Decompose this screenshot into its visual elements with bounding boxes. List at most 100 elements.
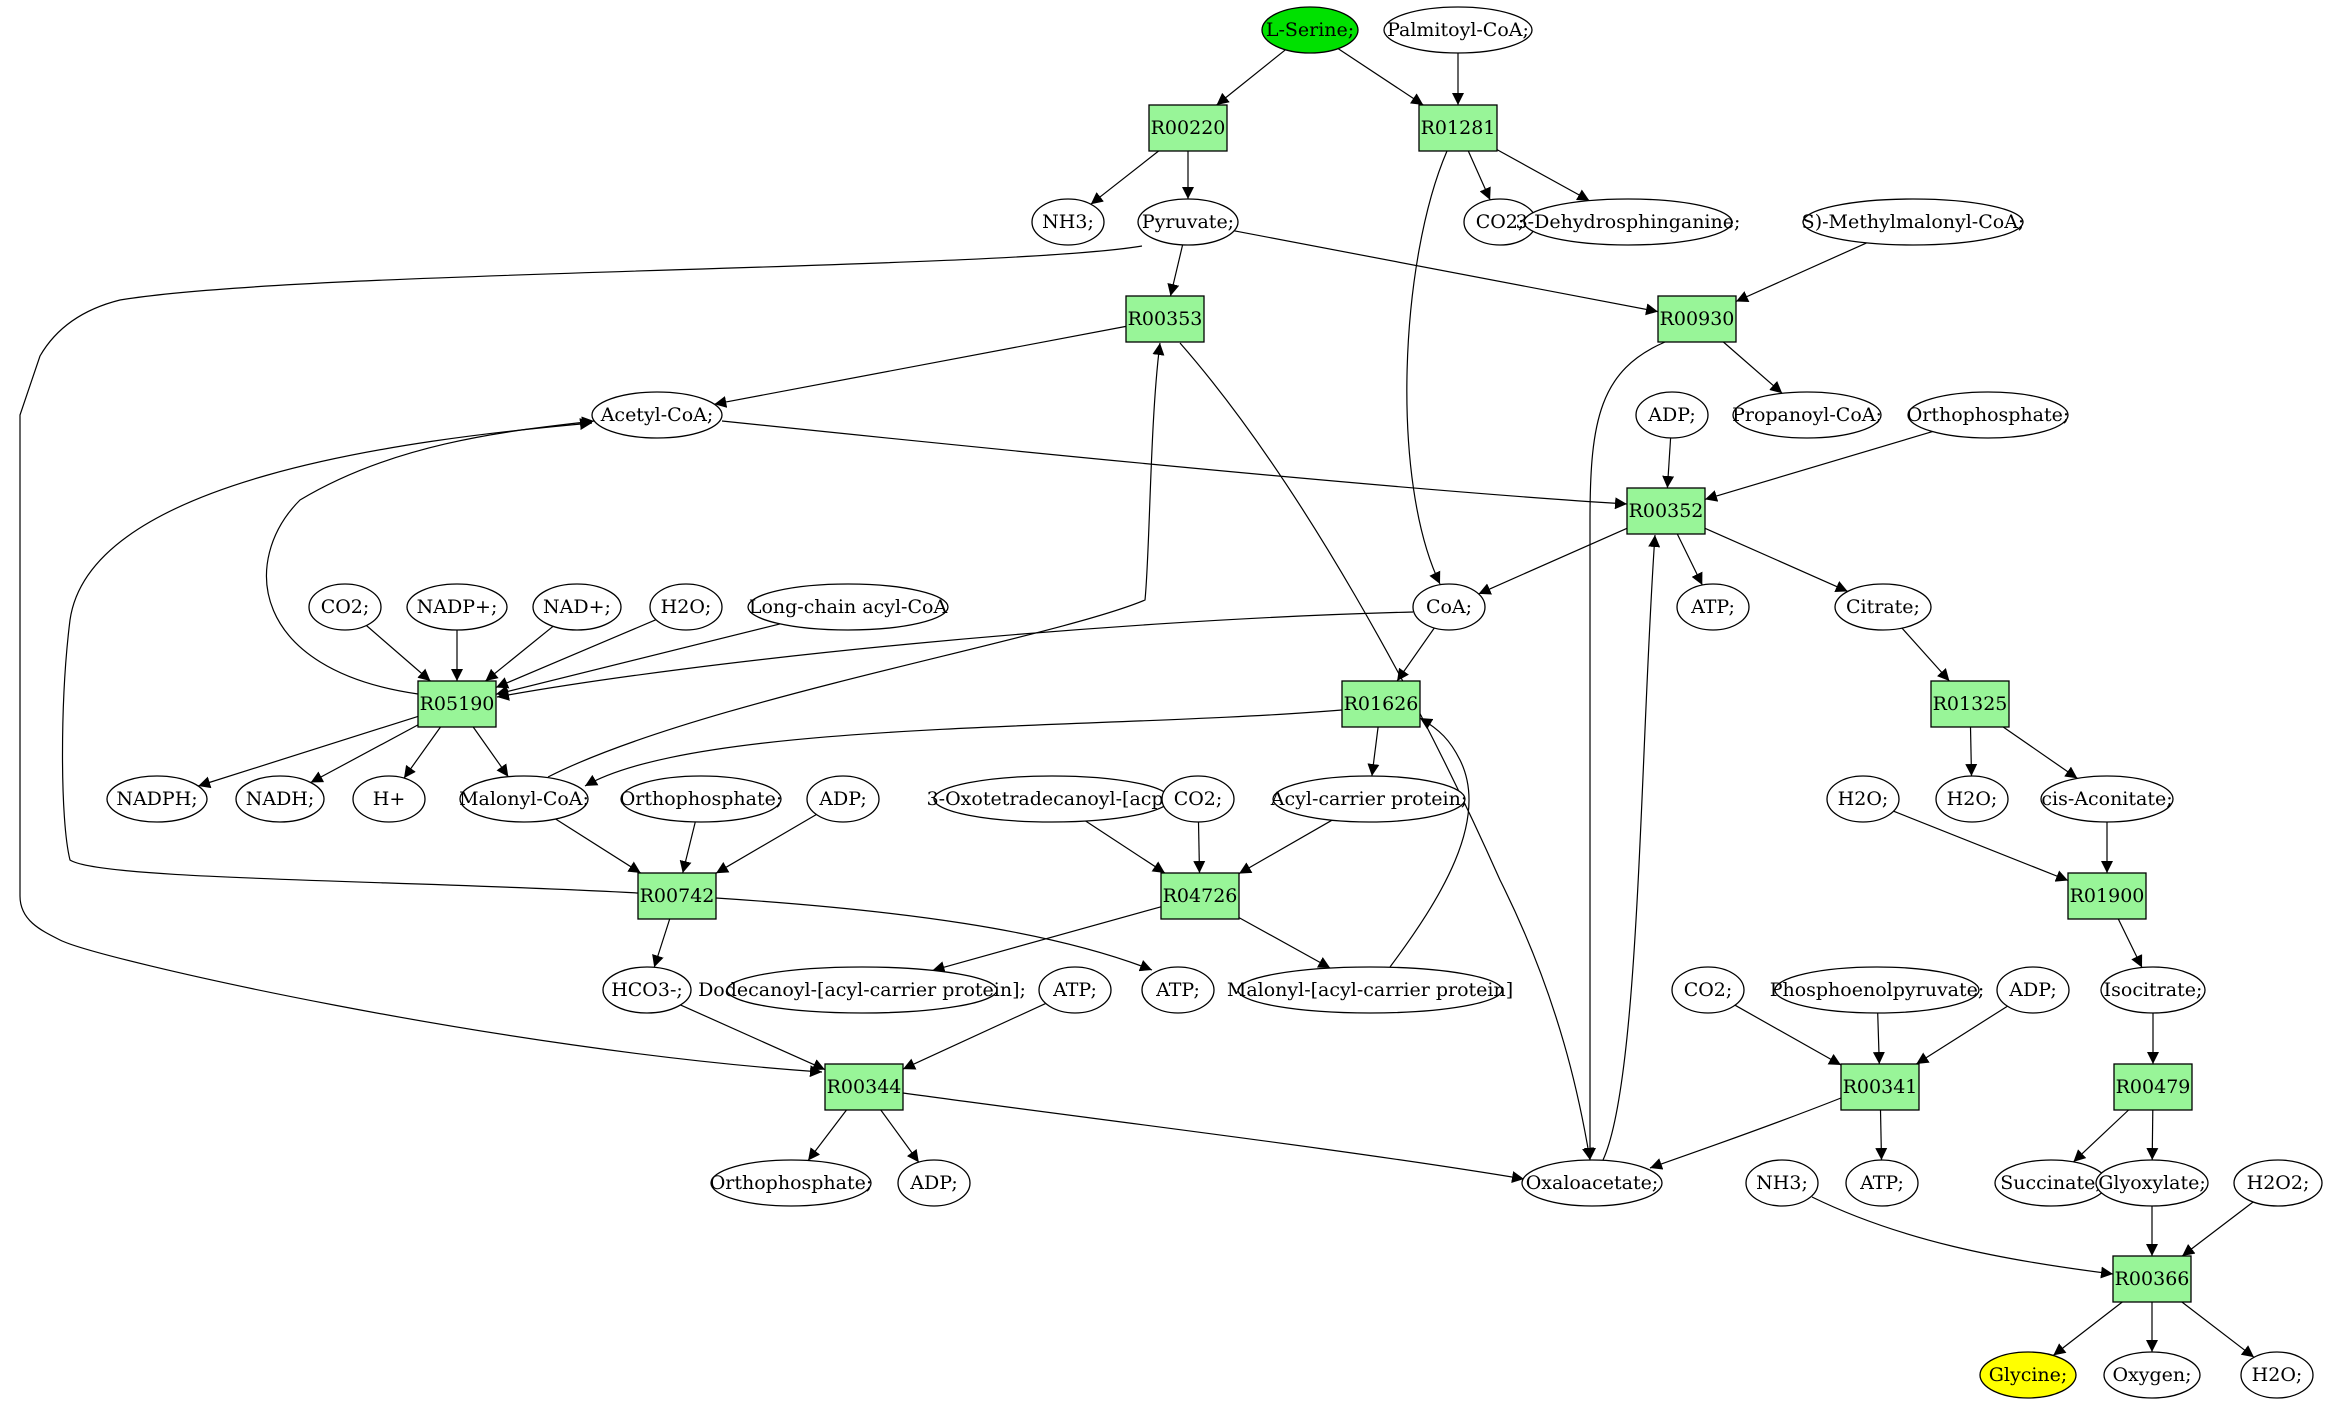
compound-node-co2_1[interactable]: CO2; — [1463, 198, 1537, 246]
compound-node-oxaloacetate[interactable]: Oxaloacetate; — [1521, 1159, 1663, 1207]
compound-node-dodecanoyl[interactable]: Dodecanoyl-[acyl-carrier protein]; — [698, 966, 1026, 1014]
reaction-node-R04726[interactable]: R04726 — [1160, 872, 1240, 920]
compound-node-h2o2[interactable]: H2O2; — [2233, 1159, 2323, 1207]
edge-atp_3-to-R00344 — [902, 1002, 1047, 1070]
compound-node-malonylcoa[interactable]: Malonyl-CoA; — [459, 775, 589, 823]
compound-ellipse — [2095, 1159, 2209, 1207]
compound-node-h2o_3[interactable]: H2O; — [1826, 775, 1900, 823]
edge-R00930-to-oxaloacetate — [1584, 341, 1666, 1160]
edge-R00742-to-acetylcoa — [61, 418, 639, 894]
edge-R05190-to-malonylcoa — [472, 726, 509, 778]
compound-node-propanoyl[interactable]: Propanoyl-CoA; — [1732, 391, 1882, 439]
compound-node-palmitoylcoa[interactable]: Palmitoyl-CoA; — [1383, 6, 1533, 54]
compound-node-h2o_4[interactable]: H2O; — [2240, 1351, 2314, 1399]
compound-node-adp_3[interactable]: ADP; — [1996, 966, 2070, 1014]
compound-node-glycine[interactable]: Glycine; — [1979, 1351, 2077, 1399]
compound-ellipse — [1523, 198, 1733, 246]
compound-node-cisaconitate[interactable]: cis-Aconitate; — [2040, 775, 2174, 823]
edge-nadplus-to-R05190 — [485, 625, 554, 682]
compound-node-nadplus[interactable]: NAD+; — [532, 583, 622, 631]
reaction-node-R00479[interactable]: R00479 — [2113, 1063, 2193, 1111]
compound-node-adp_2[interactable]: ADP; — [806, 775, 880, 823]
compound-node-succinate[interactable]: Succinate; — [1994, 1159, 2108, 1207]
edge-R01281-to-coa — [1406, 150, 1448, 585]
node-label: CO2; — [1476, 211, 1525, 233]
node-label: R01900 — [2070, 885, 2145, 907]
reaction-box — [637, 872, 717, 920]
edge-R01900-to-isocitrate — [2117, 918, 2143, 968]
compound-node-atp_4[interactable]: ATP; — [1845, 1159, 1919, 1207]
compound-node-nadph[interactable]: NADPH; — [106, 775, 208, 823]
node-label: S)-Methylmalonyl-CoA; — [1802, 211, 2025, 233]
compound-node-pep[interactable]: Phosphoenolpyruvate; — [1770, 966, 1985, 1014]
reaction-node-R00352[interactable]: R00352 — [1626, 487, 1706, 535]
reaction-node-R05190[interactable]: R05190 — [417, 680, 497, 728]
reaction-node-R01325[interactable]: R01325 — [1930, 680, 2010, 728]
compound-node-malonylacp[interactable]: Malonyl-[acyl-carrier protein] — [1227, 966, 1513, 1014]
reaction-node-R00742[interactable]: R00742 — [637, 872, 717, 920]
edges-layer — [19, 48, 2255, 1358]
node-label: Oxaloacetate; — [1526, 1172, 1659, 1194]
compound-node-isocitrate[interactable]: Isocitrate; — [2100, 966, 2206, 1014]
compound-ellipse — [352, 775, 426, 823]
reaction-node-R00353[interactable]: R00353 — [1125, 295, 1205, 343]
compound-node-nadh[interactable]: NADH; — [235, 775, 325, 823]
node-label: ADP; — [818, 788, 866, 810]
compound-node-oxygen[interactable]: Oxygen; — [2103, 1351, 2201, 1399]
compound-node-nadpplus[interactable]: NADP+; — [406, 583, 508, 631]
compound-node-co2_2[interactable]: CO2; — [308, 583, 382, 631]
compound-node-co2_4[interactable]: CO2; — [1671, 966, 1745, 1014]
compound-node-pyruvate[interactable]: Pyruvate; — [1137, 198, 1239, 246]
compound-node-co2_3[interactable]: CO2; — [1161, 775, 1235, 823]
compound-node-ortho_2[interactable]: Orthophosphate; — [620, 775, 783, 823]
compound-node-dehydro[interactable]: 3-Dehydrosphinganine; — [1516, 198, 1741, 246]
reaction-node-R00930[interactable]: R00930 — [1657, 295, 1737, 343]
compound-node-lserine[interactable]: L-Serine; — [1261, 6, 1359, 54]
compound-node-h2o_2[interactable]: H2O; — [1935, 775, 2009, 823]
edge-malonylcoa-to-R00742 — [555, 818, 642, 874]
compound-node-coa[interactable]: CoA; — [1412, 583, 1486, 631]
reaction-node-R00220[interactable]: R00220 — [1148, 104, 1228, 152]
compound-node-adp_4[interactable]: ADP; — [897, 1159, 971, 1207]
node-label: R00352 — [1629, 500, 1704, 522]
node-label: H2O2; — [2247, 1172, 2310, 1194]
compound-node-citrate[interactable]: Citrate; — [1834, 583, 1932, 631]
compound-node-longchain[interactable]: Long-chain acyl-CoA — [747, 583, 949, 631]
compound-node-hplus[interactable]: H+ — [352, 775, 426, 823]
compound-node-nh3_1[interactable]: NH3; — [1031, 198, 1105, 246]
edge-oxotetra-to-R04726 — [1085, 820, 1166, 874]
edge-R01325-to-h2o_2 — [1965, 726, 1978, 777]
edge-pep-to-R00341 — [1872, 1012, 1885, 1065]
node-label: Pyruvate; — [1142, 211, 1234, 233]
reaction-node-R00366[interactable]: R00366 — [2112, 1255, 2192, 1303]
compound-node-acp[interactable]: Acyl-carrier protein; — [1270, 775, 1467, 823]
compound-node-acetylcoa[interactable]: Acetyl-CoA; — [591, 391, 723, 439]
compound-ellipse — [1802, 198, 2024, 246]
compound-node-hco3[interactable]: HCO3-; — [602, 966, 692, 1014]
reaction-node-R01900[interactable]: R01900 — [2067, 872, 2147, 920]
compound-node-glyoxylate[interactable]: Glyoxylate; — [2095, 1159, 2209, 1207]
compound-node-atp_1[interactable]: ATP; — [1676, 583, 1750, 631]
compound-node-oxotetra[interactable]: 3-Oxotetradecanoyl-[acp]; — [927, 775, 1178, 823]
compound-node-h2o_1[interactable]: H2O; — [649, 583, 723, 631]
node-label: Malonyl-[acyl-carrier protein] — [1227, 979, 1513, 1001]
compound-node-atp_3[interactable]: ATP; — [1038, 966, 1112, 1014]
node-label: ATP; — [1052, 979, 1097, 1001]
compound-ellipse — [1774, 966, 1980, 1014]
node-label: R00479 — [2116, 1076, 2191, 1098]
compound-node-ortho_1[interactable]: Orthophosphate; — [1907, 391, 2070, 439]
edge-hco3-to-R00344 — [680, 1004, 826, 1071]
compound-node-smethyl[interactable]: S)-Methylmalonyl-CoA; — [1802, 198, 2025, 246]
reaction-node-R01281[interactable]: R01281 — [1418, 104, 1498, 152]
reaction-node-R00344[interactable]: R00344 — [824, 1063, 904, 1111]
compound-node-atp_2[interactable]: ATP; — [1141, 966, 1215, 1014]
compound-ellipse — [591, 391, 723, 439]
compound-node-nh3_2[interactable]: NH3; — [1745, 1159, 1819, 1207]
compound-node-adp_1[interactable]: ADP; — [1635, 391, 1709, 439]
reaction-node-R01626[interactable]: R01626 — [1341, 680, 1421, 728]
reaction-node-R00341[interactable]: R00341 — [1840, 1063, 1920, 1111]
node-label: Orthophosphate; — [710, 1172, 873, 1194]
compound-node-ortho_3[interactable]: Orthophosphate; — [710, 1159, 873, 1207]
